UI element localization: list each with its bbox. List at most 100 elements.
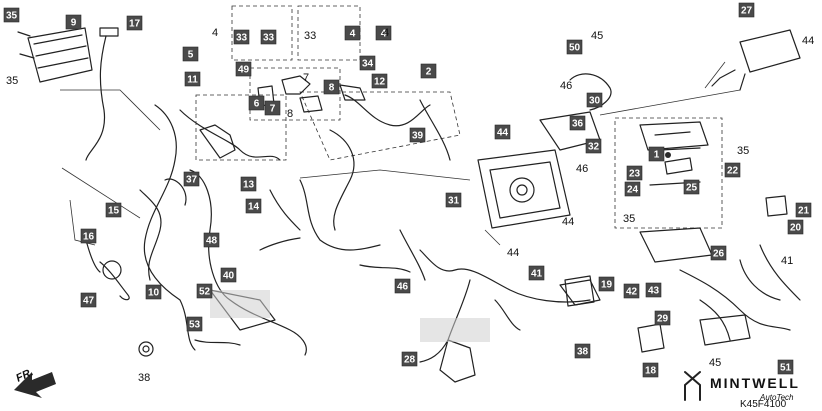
callout-22: 22 — [724, 162, 741, 178]
callout-box — [182, 46, 199, 62]
callout-box — [394, 278, 411, 294]
callout-number: 29 — [657, 314, 669, 325]
callout-number: 34 — [362, 59, 374, 70]
callout-7: 7 — [264, 100, 281, 116]
callout-box — [203, 232, 220, 248]
callout-1: 1 — [648, 146, 665, 162]
callout-box — [359, 55, 376, 71]
plain-callout-41: 41 — [781, 255, 793, 267]
callout-44: 44 — [494, 124, 511, 140]
callout-number: 33 — [263, 33, 275, 44]
plain-callout-45: 45 — [709, 357, 721, 369]
plain-callout-46: 46 — [560, 80, 572, 92]
callout-number: 21 — [798, 206, 810, 217]
callout-box — [710, 245, 727, 261]
callout-box — [528, 265, 545, 281]
callout-52: 52 — [196, 283, 213, 299]
callout-box — [401, 351, 418, 367]
callout-number: 14 — [248, 202, 260, 213]
callout-51: 51 — [777, 359, 794, 375]
callout-20: 20 — [787, 219, 804, 235]
callout-box — [420, 63, 437, 79]
callout-box — [233, 29, 250, 45]
callout-number: 24 — [627, 185, 639, 196]
callout-16: 16 — [80, 228, 97, 244]
callout-35: 35 — [3, 7, 20, 23]
callout-number: 44 — [497, 128, 509, 139]
callout-40: 40 — [220, 267, 237, 283]
callout-32: 32 — [585, 138, 602, 154]
callout-box — [586, 92, 603, 108]
callout-number: 1 — [654, 150, 660, 161]
callout-box — [569, 115, 586, 131]
callout-9: 9 — [65, 14, 82, 30]
plain-callout-33: 33 — [304, 30, 316, 42]
callout-box — [738, 2, 755, 18]
callout-number: 11 — [187, 75, 198, 86]
callout-26: 26 — [710, 245, 727, 261]
callout-box — [65, 14, 82, 30]
callout-box — [196, 283, 213, 299]
callout-box — [235, 61, 252, 77]
callout-38: 38 — [574, 343, 591, 359]
plain-callout-38: 38 — [138, 372, 150, 384]
callout-box — [623, 283, 640, 299]
callout-box — [648, 146, 665, 162]
callout-number: 37 — [186, 175, 198, 186]
callout-36: 36 — [569, 115, 586, 131]
callout-15: 15 — [105, 202, 122, 218]
callout-number: 53 — [189, 320, 201, 331]
callout-number: 28 — [404, 355, 416, 366]
callout-18: 18 — [642, 362, 659, 378]
callout-6: 6 — [248, 95, 265, 111]
callout-number: 22 — [727, 166, 739, 177]
callout-number: 49 — [238, 65, 250, 76]
callout-41: 41 — [528, 265, 545, 281]
callout-47: 47 — [80, 292, 97, 308]
callout-number: 48 — [206, 236, 218, 247]
plain-callout-35: 35 — [6, 75, 18, 87]
callout-box — [126, 15, 143, 31]
plain-callout-44: 44 — [507, 247, 519, 259]
callout-4: 4 — [375, 25, 392, 41]
callout-box — [777, 359, 794, 375]
callout-box — [240, 176, 257, 192]
callout-box — [598, 276, 615, 292]
callout-number: 38 — [577, 347, 589, 358]
callout-number: 18 — [645, 366, 657, 377]
callout-box — [585, 138, 602, 154]
callout-number: 5 — [188, 50, 194, 61]
callout-box — [787, 219, 804, 235]
callout-box — [183, 171, 200, 187]
callout-box — [724, 162, 741, 178]
callout-48: 48 — [203, 232, 220, 248]
callout-number: 35 — [6, 11, 18, 22]
callout-42: 42 — [623, 283, 640, 299]
plain-callout-35: 35 — [623, 213, 635, 225]
callout-46: 46 — [394, 278, 411, 294]
plain-callout-8: 8 — [287, 108, 293, 120]
callout-box — [184, 71, 201, 87]
plain-callout-44: 44 — [802, 35, 814, 47]
callout-box — [654, 310, 671, 326]
callout-box — [494, 124, 511, 140]
callout-box — [375, 25, 392, 41]
callout-box — [220, 267, 237, 283]
callout-number: 39 — [412, 131, 424, 142]
brand-name: MINTWELL — [710, 375, 800, 391]
callout-number: 42 — [626, 287, 638, 298]
callout-number: 36 — [572, 119, 584, 130]
callout-box — [642, 362, 659, 378]
callout-number: 41 — [531, 269, 543, 280]
callout-19: 19 — [598, 276, 615, 292]
callout-number: 43 — [648, 286, 660, 297]
callout-number: 52 — [199, 287, 211, 298]
plain-callout-44: 44 — [562, 216, 574, 228]
callout-box — [409, 127, 426, 143]
callout-33: 33 — [260, 29, 277, 45]
callout-number: 47 — [83, 296, 95, 307]
callout-number: 20 — [790, 223, 802, 234]
callout-number: 16 — [83, 232, 95, 243]
